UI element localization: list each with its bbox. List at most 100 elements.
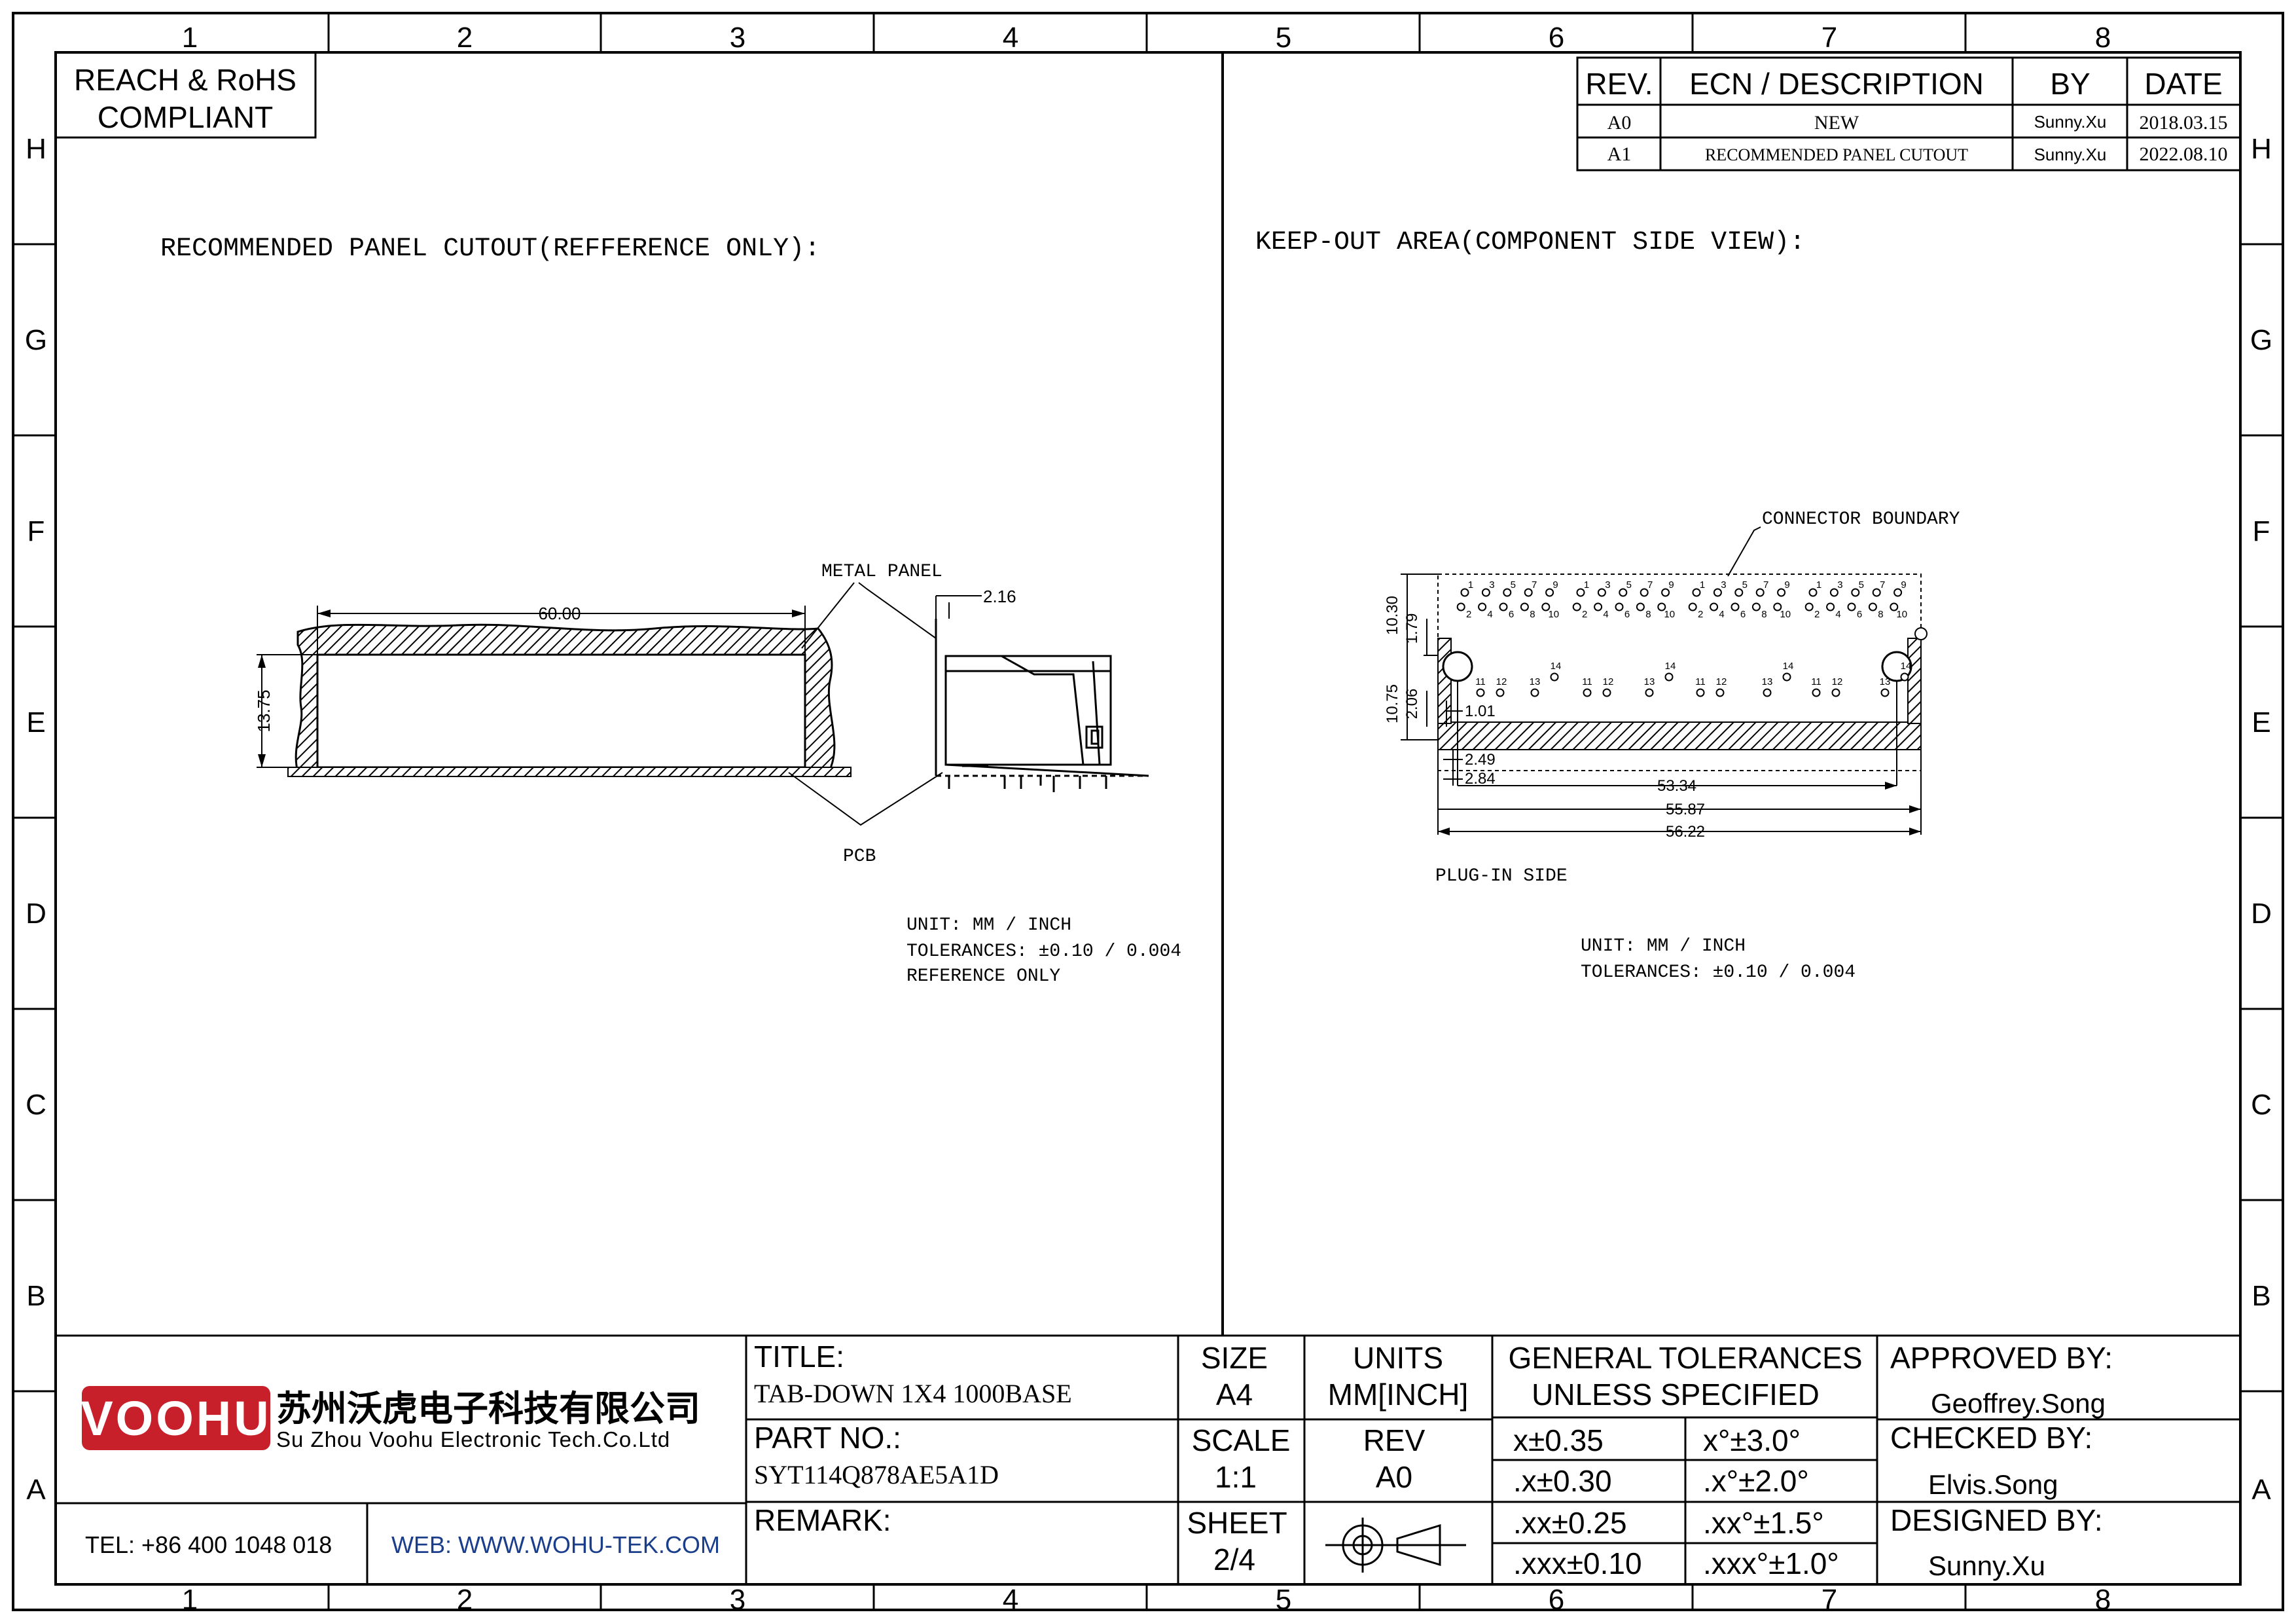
zone-ticks: [13, 13, 2283, 1610]
pin-odd: [1460, 588, 1469, 597]
plug-in-side-label: PLUG-IN SIDE: [1435, 866, 1568, 886]
company-name-en: Su Zhou Voohu Electronic Tech.Co.Ltd: [276, 1427, 670, 1451]
pin-number-label: 2: [1698, 609, 1703, 620]
led-pin-number-label: 11: [1811, 676, 1821, 687]
led-pin-number-label: 11: [1475, 676, 1486, 687]
pin-odd: [1734, 588, 1744, 597]
led-pin: [1696, 688, 1705, 697]
pin-number-label: 6: [1740, 609, 1746, 620]
tol-linear-0: x±0.35: [1513, 1423, 1604, 1457]
row-label-right-A: A: [2251, 1474, 2271, 1506]
led-pin-number-label: 11: [1695, 676, 1706, 687]
pin-number-label: 5: [1511, 579, 1516, 591]
pin-odd: [1755, 588, 1765, 597]
led-pin: [1664, 672, 1674, 682]
led-pin-number-label: 14: [1665, 661, 1676, 672]
pin-odd: [1808, 588, 1818, 597]
dim-1-01: 1.01: [1465, 702, 1496, 720]
sheet-label: SHEET: [1187, 1506, 1287, 1540]
led-pin: [1782, 672, 1791, 682]
pin-number-label: 3: [1837, 579, 1842, 591]
row-label-right-H: H: [2251, 133, 2272, 165]
row-label-left-D: D: [26, 898, 46, 930]
rev-label: REV: [1363, 1423, 1426, 1457]
projection-symbol-icon: [1325, 1518, 1466, 1573]
col-label-bottom-2: 2: [457, 1584, 473, 1616]
pin-number-label: 10: [1548, 609, 1559, 620]
row-label-left-G: G: [25, 324, 47, 356]
tol-linear-1: .x±0.30: [1513, 1464, 1612, 1498]
row-label-right-B: B: [2251, 1280, 2270, 1312]
pin-number-label: 7: [1532, 579, 1537, 591]
pin-number-label: 7: [1763, 579, 1768, 591]
pcb-label: PCB: [843, 847, 876, 867]
pin-number-label: 1: [1468, 579, 1473, 591]
rev-header-by: BY: [2050, 67, 2090, 101]
led-pin: [1763, 688, 1772, 697]
led-pin: [1812, 688, 1821, 697]
pin-even: [1826, 602, 1835, 611]
pin-even: [1710, 602, 1719, 611]
pin-number-label: 8: [1878, 609, 1883, 620]
pin-number-label: 1: [1700, 579, 1705, 591]
pin-number-label: 2: [1814, 609, 1820, 620]
col-label-bottom-1: 1: [182, 1584, 198, 1616]
led-pin: [1715, 688, 1725, 697]
pin-even: [1572, 602, 1581, 611]
led-pin: [1496, 688, 1505, 697]
led-pin-number-label: 13: [1644, 676, 1655, 687]
row-label-left-A: A: [26, 1474, 46, 1506]
connector-side-outline: [935, 619, 1149, 792]
size-label: SIZE: [1201, 1341, 1268, 1375]
col-label-top-4: 4: [1003, 22, 1018, 54]
led-pin-number-label: 14: [1783, 661, 1794, 672]
outer-border: [12, 12, 2284, 1611]
dim-2-06: 2.06: [1403, 689, 1421, 720]
led-pin-number-label: 13: [1880, 676, 1891, 687]
contact-web-link[interactable]: WEB: WWW.WOHU-TEK.COM: [391, 1531, 720, 1558]
pin-even: [1731, 602, 1740, 611]
row-label-left-F: F: [27, 515, 45, 547]
pin-number-label: 6: [1624, 609, 1630, 620]
tolerance-header-1: GENERAL TOLERANCES: [1508, 1341, 1862, 1375]
pin-odd: [1692, 588, 1701, 597]
rev-header-rev: REV.: [1585, 67, 1653, 101]
keep-out-title: KEEP-OUT AREA(COMPONENT SIDE VIEW):: [1255, 228, 1805, 257]
pin-even: [1499, 602, 1508, 611]
contact-tel: TEL: +86 400 1048 018: [85, 1531, 332, 1558]
row-label-right-E: E: [2251, 706, 2270, 739]
pin-odd: [1851, 588, 1860, 597]
dim-1-79: 1.79: [1403, 613, 1421, 644]
pin-number-label: 4: [1835, 609, 1840, 620]
dim-panel: 2.16: [983, 587, 1016, 606]
title-label: TITLE:: [754, 1340, 844, 1374]
pin-number-label: 10: [1780, 609, 1791, 620]
designed-label: DESIGNED BY:: [1890, 1503, 2103, 1537]
compliance-line1: REACH & RoHS: [74, 63, 296, 97]
pin-number-label: 4: [1603, 609, 1608, 620]
metal-panel-label: METAL PANEL: [821, 562, 942, 582]
logo-wordmark: VOOHU: [81, 1391, 271, 1446]
pin-number-label: 8: [1645, 609, 1651, 620]
pin-odd: [1481, 588, 1490, 597]
pin-even: [1657, 602, 1666, 611]
pin-number-label: 9: [1784, 579, 1789, 591]
units-label: UNITS: [1353, 1341, 1443, 1375]
left-note-reference: REFERENCE ONLY: [906, 966, 1060, 987]
remark-label: REMARK:: [754, 1503, 891, 1537]
led-pin: [1602, 688, 1611, 697]
approved-by-value: Geoffrey.Song: [1931, 1388, 2106, 1419]
led-pin-number-label: 12: [1716, 676, 1727, 687]
pin-number-label: 8: [1530, 609, 1535, 620]
pin-even: [1478, 602, 1487, 611]
pin-number-label: 3: [1721, 579, 1726, 591]
scale-value: 1:1: [1215, 1460, 1257, 1494]
rev-row1-date: 2022.08.10: [2140, 143, 2228, 165]
tol-linear-2: .xx±0.25: [1513, 1506, 1627, 1540]
dim-height: 13.75: [254, 689, 274, 732]
dim-55-87: 55.87: [1666, 801, 1705, 818]
pin-number-label: 9: [1901, 579, 1906, 591]
checked-label: CHECKED BY:: [1890, 1421, 2092, 1455]
col-label-bottom-6: 6: [1549, 1584, 1564, 1616]
tol-angular-0: x°±3.0°: [1703, 1423, 1801, 1457]
